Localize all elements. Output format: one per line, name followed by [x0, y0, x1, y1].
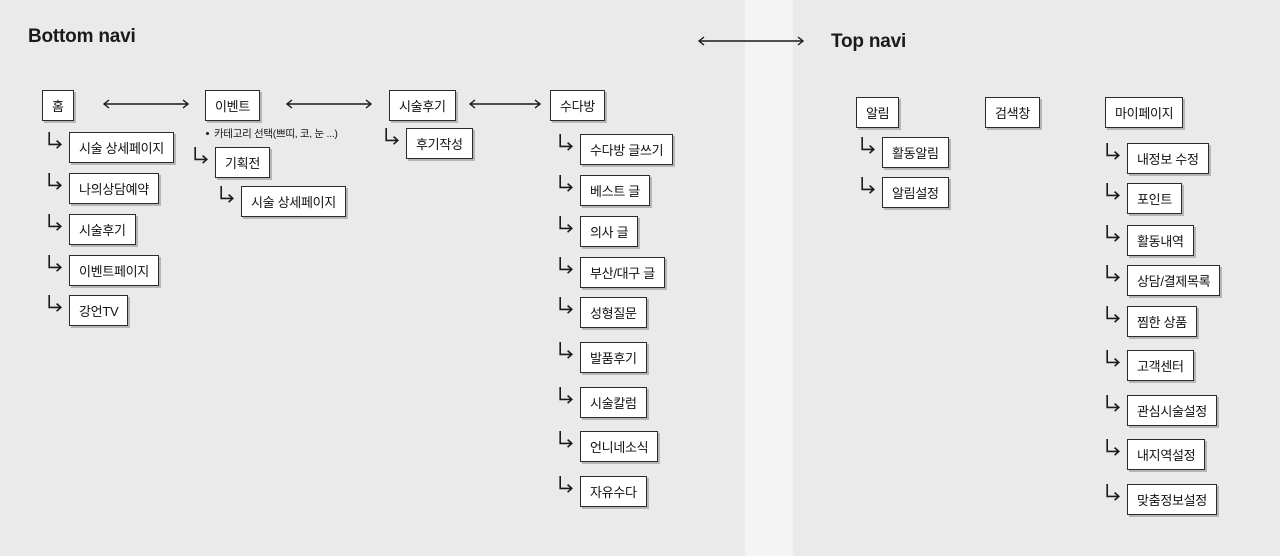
bottom-navi-panel: Bottom navi — [28, 26, 136, 47]
chat-child-node-3[interactable]: 부산/대구 글 — [580, 257, 665, 288]
chat-child-node-1[interactable]: 베스트 글 — [580, 175, 650, 206]
home-child-node-0[interactable]: 시술 상세페이지 — [69, 132, 174, 163]
bullet-dot-icon — [206, 132, 209, 135]
alarm-child-node-1[interactable]: 알림설정 — [882, 177, 949, 208]
top-navi-title: Top navi — [831, 31, 907, 52]
home-child-node-4[interactable]: 강언TV — [69, 295, 129, 326]
bottom-navi-root-node-1[interactable]: 이벤트 — [205, 90, 260, 121]
mypage-child-node-3[interactable]: 상담/결제목록 — [1127, 265, 1221, 296]
bottom-navi-double-arrow-icon-2 — [466, 97, 544, 111]
top-navi-root-node-1[interactable]: 검색창 — [985, 97, 1040, 128]
event-child-node-0[interactable]: 기획전 — [215, 147, 270, 178]
event-category-note-text: 카테고리 선택(쁘띠, 코, 눈 ...) — [214, 128, 338, 140]
chat-child-node-8[interactable]: 자유수다 — [580, 476, 647, 507]
review-child-node-0[interactable]: 후기작성 — [406, 128, 473, 159]
mypage-child-node-7[interactable]: 내지역설정 — [1127, 439, 1206, 470]
panel-link-double-arrow-icon-0 — [695, 34, 807, 48]
panel-divider — [745, 0, 793, 556]
chat-child-node-7[interactable]: 언니네소식 — [580, 431, 659, 462]
bottom-navi-title: Bottom navi — [28, 26, 136, 47]
chat-child-node-0[interactable]: 수다방 글쓰기 — [580, 134, 674, 165]
mypage-child-node-4[interactable]: 찜한 상품 — [1127, 306, 1197, 337]
event-category-note: 카테고리 선택(쁘띠, 코, 눈 ...) — [206, 126, 338, 141]
top-navi-panel: Top navi — [793, 0, 1280, 556]
home-child-node-1[interactable]: 나의상담예약 — [69, 173, 159, 204]
chat-child-node-6[interactable]: 시술칼럼 — [580, 387, 647, 418]
chat-child-node-4[interactable]: 성형질문 — [580, 297, 647, 328]
bottom-navi-double-arrow-icon-1 — [283, 97, 375, 111]
chat-child-node-5[interactable]: 발품후기 — [580, 342, 647, 373]
mypage-child-node-6[interactable]: 관심시술설정 — [1127, 395, 1217, 426]
mypage-child-node-2[interactable]: 활동내역 — [1127, 225, 1194, 256]
top-navi-root-node-0[interactable]: 알림 — [856, 97, 900, 128]
event-child-node-1[interactable]: 시술 상세페이지 — [241, 186, 346, 217]
top-navi-root-node-2[interactable]: 마이페이지 — [1105, 97, 1184, 128]
chat-child-node-2[interactable]: 의사 글 — [580, 216, 639, 247]
bottom-navi-double-arrow-icon-0 — [100, 97, 192, 111]
home-child-node-2[interactable]: 시술후기 — [69, 214, 136, 245]
alarm-child-node-0[interactable]: 활동알림 — [882, 137, 949, 168]
bottom-navi-root-node-2[interactable]: 시술후기 — [389, 90, 456, 121]
bottom-navi-root-node-3[interactable]: 수다방 — [550, 90, 605, 121]
mypage-child-node-0[interactable]: 내정보 수정 — [1127, 143, 1209, 174]
mypage-child-node-8[interactable]: 맞춤정보설정 — [1127, 484, 1217, 515]
home-child-node-3[interactable]: 이벤트페이지 — [69, 255, 159, 286]
bottom-navi-root-node-0[interactable]: 홈 — [42, 90, 74, 121]
mypage-child-node-1[interactable]: 포인트 — [1127, 183, 1182, 214]
mypage-child-node-5[interactable]: 고객센터 — [1127, 350, 1194, 381]
